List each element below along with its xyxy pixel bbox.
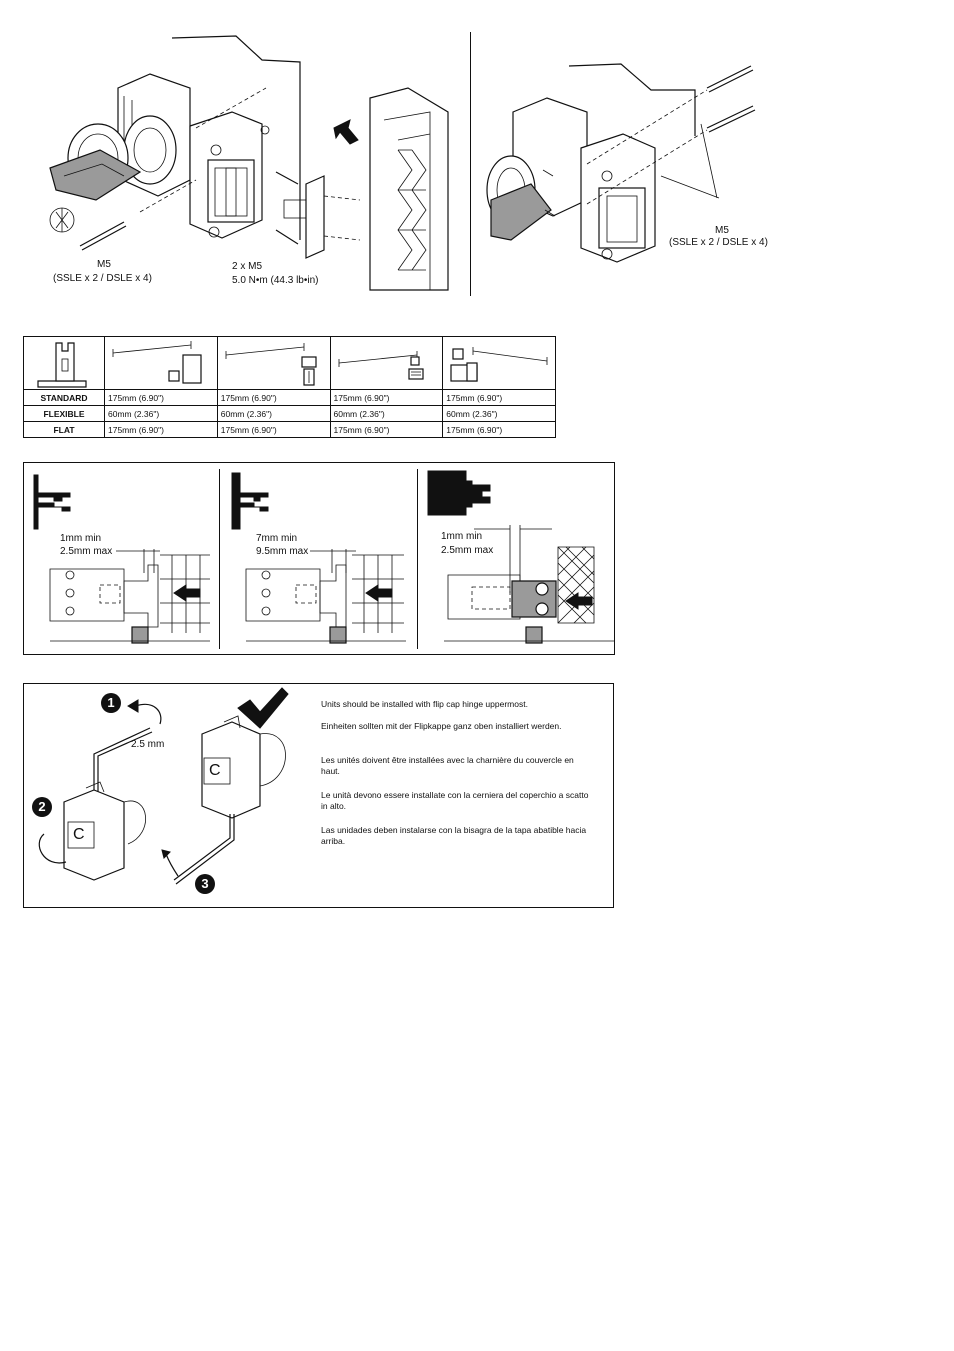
gap-drawing-standard (33, 474, 210, 644)
approach-icon-cell-4 (442, 336, 556, 390)
table-row: FLAT 175mm (6.90") 175mm (6.90") 175mm (… (23, 421, 556, 438)
approach-icon-cell-1 (104, 336, 218, 390)
right-m5-sub: (SSLE x 2 / DSLE x 4) (669, 237, 768, 248)
lock-assembly-drawing (49, 35, 449, 291)
table-cell: 175mm (6.90") (329, 389, 444, 406)
gap-drawing-flexible (231, 472, 406, 644)
actuator-profile-icon-cell (23, 336, 105, 390)
table-row: STANDARD 175mm (6.90") 175mm (6.90") 175… (23, 389, 556, 406)
table-cell: 175mm (6.90") (216, 389, 331, 406)
gap-drawing-flat (427, 470, 614, 644)
gap-divider-1 (219, 469, 220, 649)
table-icon-row (23, 336, 556, 390)
assembly-illustration-left: M5 (SSLE x 2 / DSLE x 4) 2 x M5 5.0 N•m … (0, 0, 470, 300)
cap-letter-left: C (73, 826, 85, 843)
approach-icon-cell-3 (329, 336, 444, 390)
actuator-profile-icon (37, 342, 87, 388)
table-cell: 60mm (2.36") (329, 405, 444, 422)
approach-icon-3 (338, 351, 424, 380)
table-cell: 175mm (6.90") (104, 421, 218, 438)
step-1-badge: 1 (101, 693, 121, 713)
actuator-distance-table: STANDARD 175mm (6.90") 175mm (6.90") 175… (23, 336, 556, 438)
hex-key-size: 2.5 mm (131, 739, 165, 750)
gap-flexible-min: 7mm min (256, 533, 298, 544)
instruction-fr: Les unités doivent être installées avec … (321, 755, 574, 776)
table-cell: 175mm (6.90") (216, 421, 331, 438)
approach-icon-2 (225, 343, 317, 386)
assembly-divider (470, 32, 471, 296)
instruction-it: Le unità devono essere installate con la… (321, 790, 589, 811)
approach-icon-1 (112, 341, 202, 384)
row-label-flexible: FLEXIBLE (23, 405, 105, 422)
table-cell: 60mm (2.36") (442, 405, 556, 422)
instruction-en: Units should be installed with flip cap … (321, 699, 528, 709)
gap-standard-max: 2.5mm max (60, 546, 113, 557)
table-cell: 175mm (6.90") (329, 421, 444, 438)
approach-icon-4 (450, 347, 548, 382)
row-label-standard: STANDARD (23, 389, 105, 406)
table-row: FLEXIBLE 60mm (2.36") 60mm (2.36") 60mm … (23, 405, 556, 422)
gap-divider-2 (417, 469, 418, 649)
instruction-es: Las unidades deben instalarse con la bis… (321, 825, 587, 846)
bracket-torque: 5.0 N•m (44.3 lb•in) (232, 275, 319, 286)
gap-flat-max: 2.5mm max (441, 545, 494, 556)
orientation-panel: 1 2 3 2.5 mm C C (23, 683, 614, 908)
table-cell: 175mm (6.90") (442, 421, 556, 438)
row-label-flat: FLAT (23, 421, 105, 438)
orientation-drawing (38, 687, 289, 885)
gap-flat-min: 1mm min (441, 531, 483, 542)
table-cell: 60mm (2.36") (104, 405, 218, 422)
step-3-badge: 3 (195, 874, 215, 894)
table-cell: 60mm (2.36") (216, 405, 331, 422)
left-m5-sub: (SSLE x 2 / DSLE x 4) (53, 273, 152, 284)
table-cell: 175mm (6.90") (104, 389, 218, 406)
table-cell: 175mm (6.90") (442, 389, 556, 406)
gap-diagram-panel: 1mm min 2.5mm max 7mm min 9.5mm max 1mm … (23, 462, 615, 655)
right-m5-label: M5 (715, 225, 729, 236)
approach-icon-cell-2 (216, 336, 331, 390)
gap-standard-min: 1mm min (60, 533, 102, 544)
bracket-bolts-label: 2 x M5 (232, 261, 263, 272)
lock-assembly-drawing-right (486, 63, 756, 263)
gap-flexible-max: 9.5mm max (256, 546, 309, 557)
step-2-badge: 2 (32, 797, 52, 817)
instruction-de: Einheiten sollten mit der Flipkappe ganz… (321, 721, 562, 731)
assembly-illustration-right: M5 (SSLE x 2 / DSLE x 4) (471, 0, 954, 300)
left-m5-label: M5 (97, 259, 111, 270)
cap-letter-right: C (209, 762, 221, 779)
